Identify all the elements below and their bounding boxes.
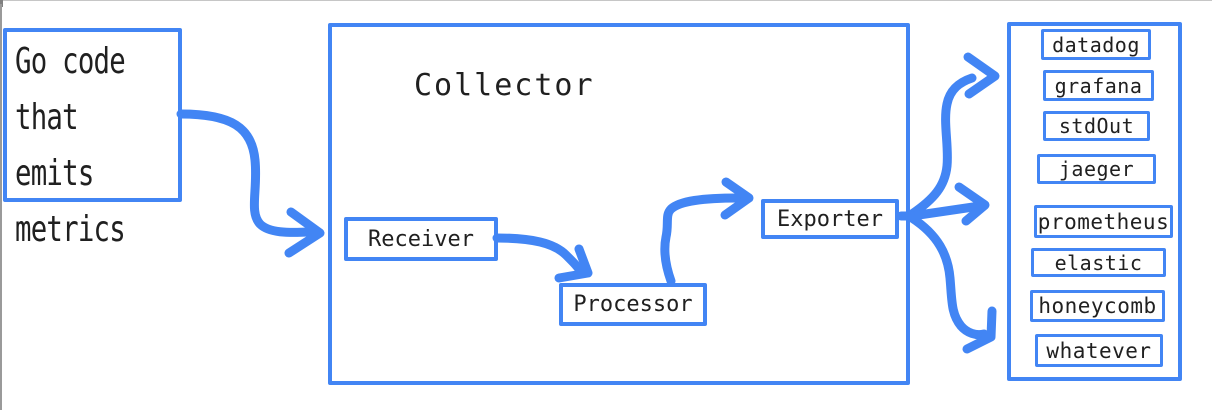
receiver-box: Receiver <box>344 217 498 261</box>
sink-label: grafana <box>1054 73 1143 98</box>
receiver-label: Receiver <box>368 226 474 252</box>
sink-item-honeycomb: honeycomb <box>1030 290 1165 322</box>
exporter-box: Exporter <box>761 199 899 239</box>
arrow-fan-up <box>907 73 977 219</box>
sink-item-stdout: stdOut <box>1043 111 1150 141</box>
sink-label: prometheus <box>1037 209 1170 234</box>
arrow-source-to-collector <box>176 109 314 237</box>
processor-label: Processor <box>573 292 693 317</box>
arrow-fan-middle <box>907 201 985 221</box>
sink-label: jaeger <box>1058 157 1135 181</box>
arrow-fan-middle-head <box>954 182 990 226</box>
go-code-box: Go code that emits metrics <box>3 28 182 250</box>
sink-item-datadog: datadog <box>1041 29 1151 60</box>
arrow-fan-down-head <box>962 306 997 354</box>
window-edge-left <box>0 4 2 410</box>
sink-item-grafana: grafana <box>1043 70 1154 101</box>
processor-box: Processor <box>559 283 707 326</box>
exporter-label: Exporter <box>777 206 883 232</box>
window-edge-corner <box>0 0 3 7</box>
sink-item-whatever: whatever <box>1035 334 1163 367</box>
collector-title: Collector <box>414 68 595 103</box>
sink-item-prometheus: prometheus <box>1034 205 1173 238</box>
sink-item-elastic: elastic <box>1031 248 1166 277</box>
go-code-label: Go code that emits metrics <box>15 41 126 250</box>
sink-label: whatever <box>1046 338 1152 363</box>
arrow-source-to-collector-head <box>284 207 325 258</box>
sink-label: elastic <box>1054 250 1143 275</box>
sink-label: honeycomb <box>1038 294 1157 318</box>
sink-item-jaeger: jaeger <box>1037 154 1156 184</box>
arrow-fan-down <box>907 213 989 340</box>
sink-label: stdOut <box>1058 114 1135 138</box>
window-edge-top <box>0 0 1212 1</box>
sink-label: datadog <box>1052 32 1140 57</box>
arrow-fan-up-head <box>963 52 1000 99</box>
